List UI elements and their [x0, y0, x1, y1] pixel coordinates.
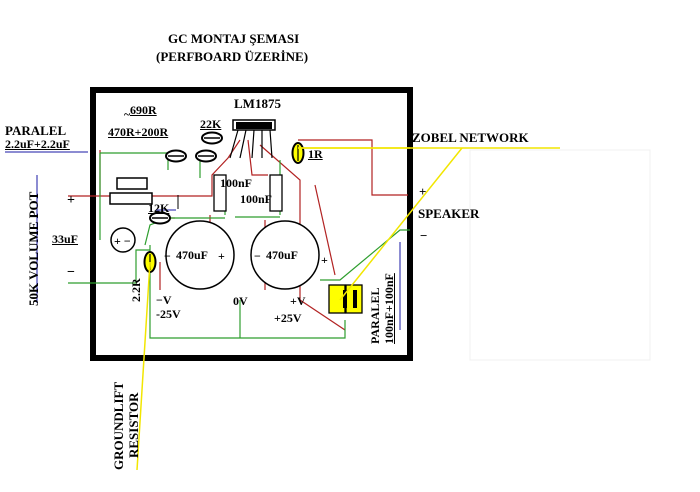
r22k-label: 22K — [200, 117, 222, 131]
paralel-left-value: 2.2uF+2.2uF — [5, 137, 70, 151]
groundlift-label: GROUNDLIFT — [111, 381, 126, 470]
plus-v-label: +V — [290, 294, 306, 308]
minus-v-label: −V — [156, 293, 172, 307]
cap-right-minus: − — [254, 249, 261, 263]
r470-200-label: 470R+200R — [108, 125, 169, 139]
paralel-left-label: PARALEL — [5, 123, 67, 138]
minus-25v-label: -25V — [156, 307, 181, 321]
speaker-label: SPEAKER — [418, 206, 480, 221]
lm1875-chip — [229, 119, 276, 159]
speaker-minus: − — [420, 228, 428, 243]
ghost-box — [469, 149, 651, 361]
cap-left-minus: − — [164, 249, 171, 263]
paralel-right-value: 100nF+100nF — [382, 273, 396, 344]
paralel-right-label: PARALEL — [368, 287, 382, 344]
r1r-label: 1R — [308, 147, 323, 161]
cap-right-label: 470uF — [266, 248, 299, 262]
cap-left-label: 470uF — [176, 248, 209, 262]
zobel-label: ZOBEL NETWORK — [412, 130, 529, 145]
groundlift-resistor-label: RESISTOR — [126, 392, 141, 458]
input-plus: + — [67, 193, 75, 208]
capacitor-470uf-right — [250, 220, 320, 290]
c33uf-polarity: + − — [114, 234, 131, 248]
plus-25v-label: +25V — [274, 311, 302, 325]
r690-label: 690R — [130, 103, 157, 117]
pointer-lines — [136, 147, 560, 471]
input-minus: − — [67, 265, 75, 280]
cap-left-plus: + — [218, 249, 225, 263]
zero-v-label: 0V — [233, 294, 248, 308]
capacitor-100nf-b — [269, 174, 283, 212]
volume-pot-label: 50K VOLUME POT — [26, 191, 41, 306]
cap-right-plus: + — [321, 253, 328, 267]
tilde-mark: ~ — [124, 107, 131, 121]
title-line1: GC MONTAJ ŞEMASI — [168, 31, 300, 46]
c100nf-b-label: 100nF — [240, 192, 273, 206]
capacitor-470uf-left — [165, 220, 235, 290]
capacitor-33uf — [110, 227, 136, 253]
chip-label: LM1875 — [234, 96, 281, 111]
perfboard-outline — [90, 87, 413, 361]
c100nf-a-label: 100nF — [220, 176, 253, 190]
capacitor-2-2uf-a — [116, 177, 148, 190]
r12k-label: 12K — [148, 201, 170, 215]
c33uf-label: 33uF — [52, 232, 79, 246]
speaker-plus: + — [419, 184, 427, 199]
r2-2r-label: 2.2R — [129, 278, 143, 302]
title-line2: (PERFBOARD ÜZERİNE) — [156, 49, 309, 64]
capacitor-2-2uf-b — [109, 192, 153, 205]
capacitor-100nf-zobel-a — [328, 284, 346, 314]
capacitor-100nf-a — [213, 174, 227, 212]
